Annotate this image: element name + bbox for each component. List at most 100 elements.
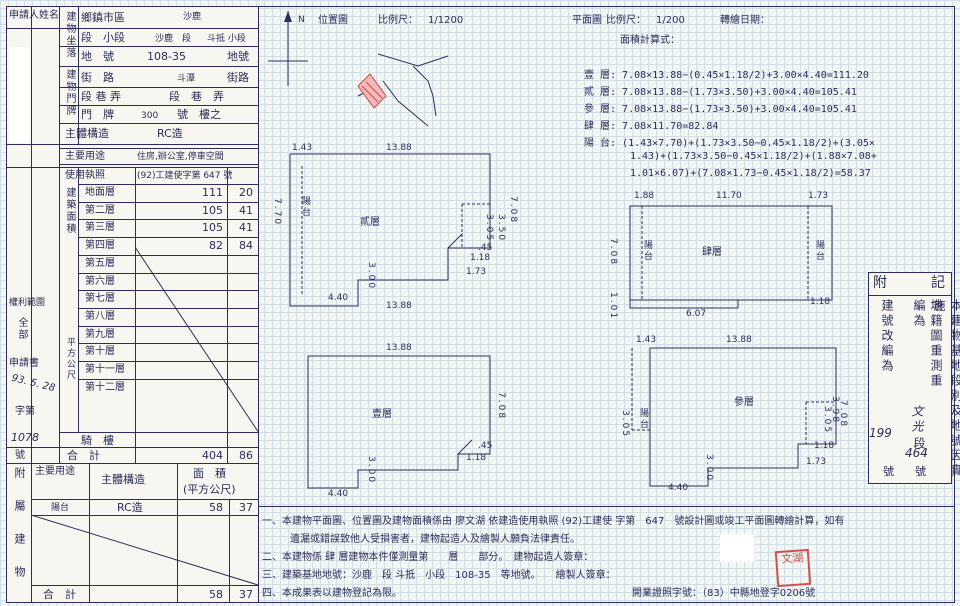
dim-118-d: 1.18 — [814, 441, 835, 451]
remarks-no-a: 號 — [883, 465, 894, 478]
area-formula-label: 面積計算式： — [620, 35, 680, 46]
dim-143: 1.43 — [292, 143, 313, 153]
section-label: 段 小段 — [81, 31, 125, 44]
floor-area-int: 105 — [202, 203, 223, 217]
attach-row-structure: RC造 — [117, 501, 143, 514]
dim-1388-b: 13.88 — [386, 301, 412, 311]
location-header: 建物坐落 — [64, 11, 75, 59]
seal-stamp: 文湖 — [774, 548, 812, 588]
area-formula-line: 1.43)+(1.73×3.50−0.45×1.18/2)+(1.88×7.08… — [630, 151, 877, 162]
floor-plan-drawings — [268, 11, 837, 489]
area-formula-line: 參 層: 7.08×13.88−(1.73×3.50)+3.00×4.40=10… — [584, 104, 857, 115]
apply-word: 字第 — [15, 406, 35, 417]
dim-708-b: 7.08 — [608, 238, 618, 267]
number-value: 300 — [141, 111, 159, 121]
dim-118-c: 1.18 — [466, 453, 487, 463]
attach-row-dec: 37 — [239, 501, 253, 514]
dim-708-c: 7.08 — [496, 392, 506, 421]
floor-area-dec: 41 — [239, 203, 253, 217]
floor-name: 第十一層 — [85, 364, 125, 375]
floor-name: 第三層 — [85, 222, 115, 234]
dim-708-d: 7.08 — [838, 400, 848, 429]
area-formula-line: 1.01×6.07)+(7.08×1.73−0.45×1.18/2)=58.37 — [630, 168, 871, 179]
floor-name: 第八層 — [85, 310, 115, 322]
remarks-section-word: 段 — [912, 437, 926, 452]
dim-770: 7.70 — [272, 198, 282, 227]
section-value: 沙鹿 段 — [155, 34, 192, 44]
arcade-label: 騎 樓 — [81, 434, 114, 447]
structure-value: RC造 — [157, 127, 183, 140]
remarks-col3: 建號改編為 — [880, 299, 894, 374]
door-header: 建物門牌 — [64, 69, 75, 117]
floor-area-int: 111 — [202, 186, 223, 199]
attach-total-int: 58 — [209, 588, 223, 601]
remarks-title-a: 附 — [873, 275, 887, 291]
floor-area-dec: 20 — [239, 186, 253, 199]
floor-name: 第七層 — [85, 293, 115, 305]
label-balcony-4b: 陽台 — [814, 240, 824, 262]
location-map — [357, 53, 449, 127]
section-small: 斗抵 小段 — [207, 34, 246, 44]
footer-line-2: 遺漏或錯誤致他人受損害者，建物起造人及繪製人願負法律責任。 — [290, 534, 580, 545]
license-value: (92)工建使字第 647 號 — [137, 171, 233, 181]
footer-line-4: 三、建築基地地號：沙鹿 段 斗抵 小段 108-35 等地號。 繪製人簽章： — [262, 570, 616, 581]
remarks-hand-199: 199 — [869, 426, 892, 440]
attach-unit: (平方公尺) — [183, 483, 236, 496]
dim-045-a: .45 — [478, 243, 493, 253]
dim-101: 1.01 — [608, 292, 618, 321]
remarks-col2: 地籍圖重測重編為 — [912, 299, 943, 389]
attach-total-dec: 37 — [239, 588, 253, 601]
attach-diagonal — [31, 515, 258, 585]
floor-name: 第九層 — [85, 328, 115, 340]
dim-300-a: 3.00 — [366, 262, 376, 291]
area-formula-line: 貳 層: 7.08×13.88−(1.73×3.50)+3.00×4.40=10… — [584, 87, 857, 98]
license-label: 使用執照 — [65, 170, 105, 181]
total-label: 合 計 — [67, 449, 100, 462]
draw-date-label: 轉繪日期： — [720, 15, 770, 26]
redacted-signature — [720, 534, 754, 562]
floor-name: 第十二層 — [85, 381, 125, 393]
use-value: 住房,辦公室,停車空間 — [137, 152, 224, 162]
county-value: 沙鹿 — [183, 12, 202, 22]
apply-label: 申請書 — [9, 358, 39, 369]
area-formula-line: 肆 層: 7.08×11.70=82.84 — [584, 121, 719, 132]
street-value: 斗潭 — [177, 74, 196, 84]
label-third: 參層 — [734, 397, 754, 408]
plan-title: 平面圖 — [572, 15, 602, 26]
dim-300-b: 3.00 — [366, 456, 376, 485]
floor-name: 第四層 — [85, 240, 115, 252]
dim-188: 1.88 — [634, 191, 655, 201]
dim-305-a: 3.05 — [484, 214, 494, 243]
number-label: 門 牌 — [81, 108, 114, 121]
total-dec: 86 — [239, 449, 253, 462]
floor-area-dec: 84 — [239, 239, 253, 253]
dim-350-a: 3.50 — [496, 214, 506, 243]
label-balcony-2a: 陽台 — [300, 196, 310, 218]
use-label: 主要用途 — [65, 151, 105, 162]
label-balcony-4a: 陽台 — [642, 240, 652, 262]
floor-name: 第二層 — [85, 204, 115, 216]
dim-440-c: 4.40 — [668, 483, 689, 493]
number-suffix: 號 樓之 — [177, 108, 221, 121]
apply-no-label: 號 — [15, 450, 25, 461]
area-formula-line: 壹 層: 7.08×13.88−(0.45×1.18/2)+3.00×4.40=… — [584, 70, 869, 81]
footer-line-5: 四、本成果表以建物登記為限。 — [262, 588, 402, 599]
footer-line-3: 二、本建物係 肆 層建物本件僅測量第 層 部分。 建物起造人簽章： — [262, 552, 594, 563]
dim-173-a: 1.73 — [466, 267, 487, 277]
dim-1388-d: 13.88 — [726, 335, 752, 345]
label-fourth: 肆層 — [702, 247, 722, 258]
county-label: 鄉鎮市區 — [81, 11, 125, 24]
floor-name: 地面層 — [85, 187, 115, 198]
dim-440-a: 4.40 — [328, 293, 349, 303]
total-int: 404 — [202, 449, 223, 462]
unit-label: 平方公尺 — [65, 337, 75, 381]
attach-row-use: 陽台 — [51, 503, 70, 513]
floor-area-dec: 41 — [239, 221, 253, 235]
floor-name: 第六層 — [85, 275, 115, 287]
dim-1388-a: 13.88 — [386, 143, 412, 153]
attach-total-label: 合 計 — [43, 588, 76, 601]
scale-plan: 1/200 — [656, 15, 685, 26]
floor-name: 第十層 — [85, 346, 115, 358]
redacted-name — [9, 47, 29, 143]
